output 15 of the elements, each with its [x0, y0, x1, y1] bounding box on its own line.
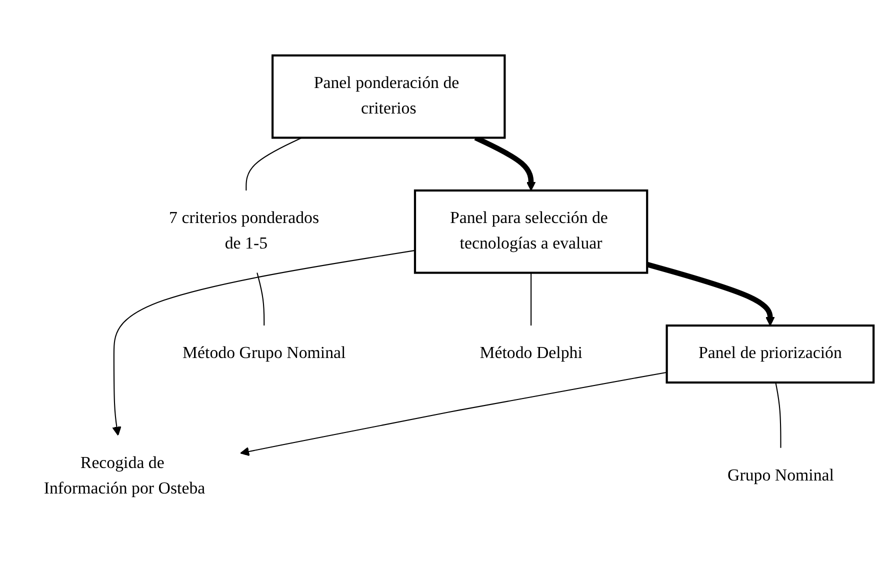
- connector: [256, 272, 265, 326]
- node-text: Método Delphi: [480, 344, 582, 362]
- connector: [246, 137, 302, 190]
- node-box: Panel ponderación de criterios: [272, 54, 506, 139]
- arrow: [240, 372, 667, 456]
- arrow: [112, 250, 416, 436]
- node-box: Panel para selección de tecnologías a evaluar: [414, 189, 648, 274]
- node-text: Método Grupo Nominal: [182, 344, 346, 362]
- node-text: Recogida de Información por Osteba: [44, 454, 206, 498]
- connector: [530, 272, 532, 326]
- node-text: 7 criterios ponderados de 1-5: [169, 209, 320, 253]
- connector: [775, 382, 782, 448]
- node-text: Grupo Nominal: [728, 466, 834, 485]
- node-box: Panel de priorización: [666, 324, 875, 384]
- arrow: [646, 262, 775, 326]
